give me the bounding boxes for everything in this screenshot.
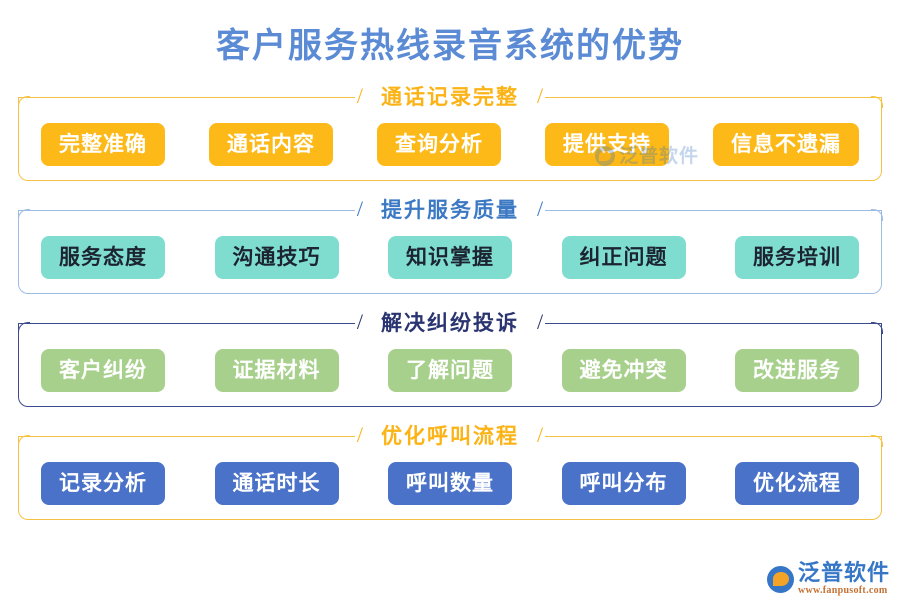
- header-rule-right: [545, 97, 882, 98]
- section-title: 提升服务质量: [365, 199, 535, 221]
- slash-right-icon: /: [537, 83, 544, 108]
- section-header: / 提升服务质量 /: [18, 197, 882, 223]
- section-body: 完整准确 通话内容 查询分析 提供支持 信息不遗漏: [17, 95, 883, 181]
- watermark-url: www.fanpusoft.com: [797, 585, 888, 596]
- section-body: 客户纠纷 证据材料 了解问题 避免冲突 改进服务: [17, 321, 883, 407]
- page-title: 客户服务热线录音系统的优势: [216, 28, 684, 65]
- header-rule-right: [545, 323, 882, 324]
- pill-item[interactable]: 信息不遗漏: [713, 123, 859, 166]
- section-body: 服务态度 沟通技巧 知识掌握 纠正问题 服务培训: [17, 208, 883, 294]
- pill-item[interactable]: 客户纠纷: [41, 349, 165, 392]
- section-title: 通话记录完整: [365, 86, 535, 108]
- pill-item[interactable]: 服务培训: [735, 236, 859, 279]
- slash-right-icon: /: [537, 196, 544, 221]
- section-header: / 解决纠纷投诉 /: [18, 310, 882, 336]
- pill-item[interactable]: 优化流程: [735, 462, 859, 505]
- watermark-text: 泛普软件 www.fanpusoft.com: [798, 562, 890, 596]
- pill-row: 服务态度 沟通技巧 知识掌握 纠正问题 服务培训: [19, 236, 881, 279]
- header-rule-right: [545, 210, 882, 211]
- section-call-record-complete: / 通话记录完整 / 完整准确 通话内容 查询分析 提供支持 信息不遗漏: [17, 84, 883, 181]
- slash-left-icon: /: [356, 309, 363, 334]
- header-rule-left: [18, 323, 355, 324]
- section-resolve-disputes: / 解决纠纷投诉 / 客户纠纷 证据材料 了解问题 避免冲突 改进服务: [17, 310, 883, 407]
- header-rule-left: [18, 436, 355, 437]
- slash-left-icon: /: [356, 196, 363, 221]
- pill-item[interactable]: 了解问题: [388, 349, 512, 392]
- section-title: 解决纠纷投诉: [365, 312, 535, 334]
- pill-item[interactable]: 避免冲突: [561, 349, 686, 392]
- pill-item[interactable]: 完整准确: [41, 123, 165, 166]
- section-body: 记录分析 通话时长 呼叫数量 呼叫分布 优化流程: [17, 434, 883, 520]
- pill-item[interactable]: 证据材料: [214, 349, 339, 392]
- section-improve-service-quality: / 提升服务质量 / 服务态度 沟通技巧 知识掌握 纠正问题 服务培训: [17, 197, 883, 294]
- header-rule-right: [545, 436, 882, 437]
- fanpu-logo-icon: [766, 565, 794, 593]
- pill-item[interactable]: 呼叫分布: [561, 462, 686, 505]
- slash-left-icon: /: [356, 422, 363, 447]
- pill-item[interactable]: 知识掌握: [388, 236, 512, 279]
- pill-row: 记录分析 通话时长 呼叫数量 呼叫分布 优化流程: [19, 462, 881, 505]
- watermark-brand-name: 泛普软件: [797, 560, 890, 585]
- header-rule-left: [18, 210, 355, 211]
- pill-item[interactable]: 呼叫数量: [388, 462, 512, 505]
- pill-item[interactable]: 记录分析: [41, 462, 165, 505]
- pill-row: 客户纠纷 证据材料 了解问题 避免冲突 改进服务: [19, 349, 881, 392]
- slash-right-icon: /: [537, 422, 544, 447]
- header-rule-left: [18, 97, 355, 98]
- section-header: / 优化呼叫流程 /: [18, 423, 882, 449]
- watermark-corner: 泛普软件 www.fanpusoft.com: [766, 562, 890, 596]
- pill-item[interactable]: 沟通技巧: [214, 236, 339, 279]
- pill-item[interactable]: 提供支持: [545, 123, 669, 166]
- slash-left-icon: /: [356, 83, 363, 108]
- section-optimize-call-flow: / 优化呼叫流程 / 记录分析 通话时长 呼叫数量 呼叫分布 优化流程: [17, 423, 883, 520]
- pill-item[interactable]: 查询分析: [377, 123, 501, 166]
- pill-item[interactable]: 通话时长: [214, 462, 339, 505]
- section-header: / 通话记录完整 /: [18, 84, 882, 110]
- pill-item[interactable]: 通话内容: [209, 123, 333, 166]
- slash-right-icon: /: [537, 309, 544, 334]
- pill-item[interactable]: 纠正问题: [561, 236, 686, 279]
- section-title: 优化呼叫流程: [365, 425, 535, 447]
- pill-row: 完整准确 通话内容 查询分析 提供支持 信息不遗漏: [19, 123, 881, 166]
- pill-item[interactable]: 改进服务: [735, 349, 859, 392]
- pill-item[interactable]: 服务态度: [41, 236, 165, 279]
